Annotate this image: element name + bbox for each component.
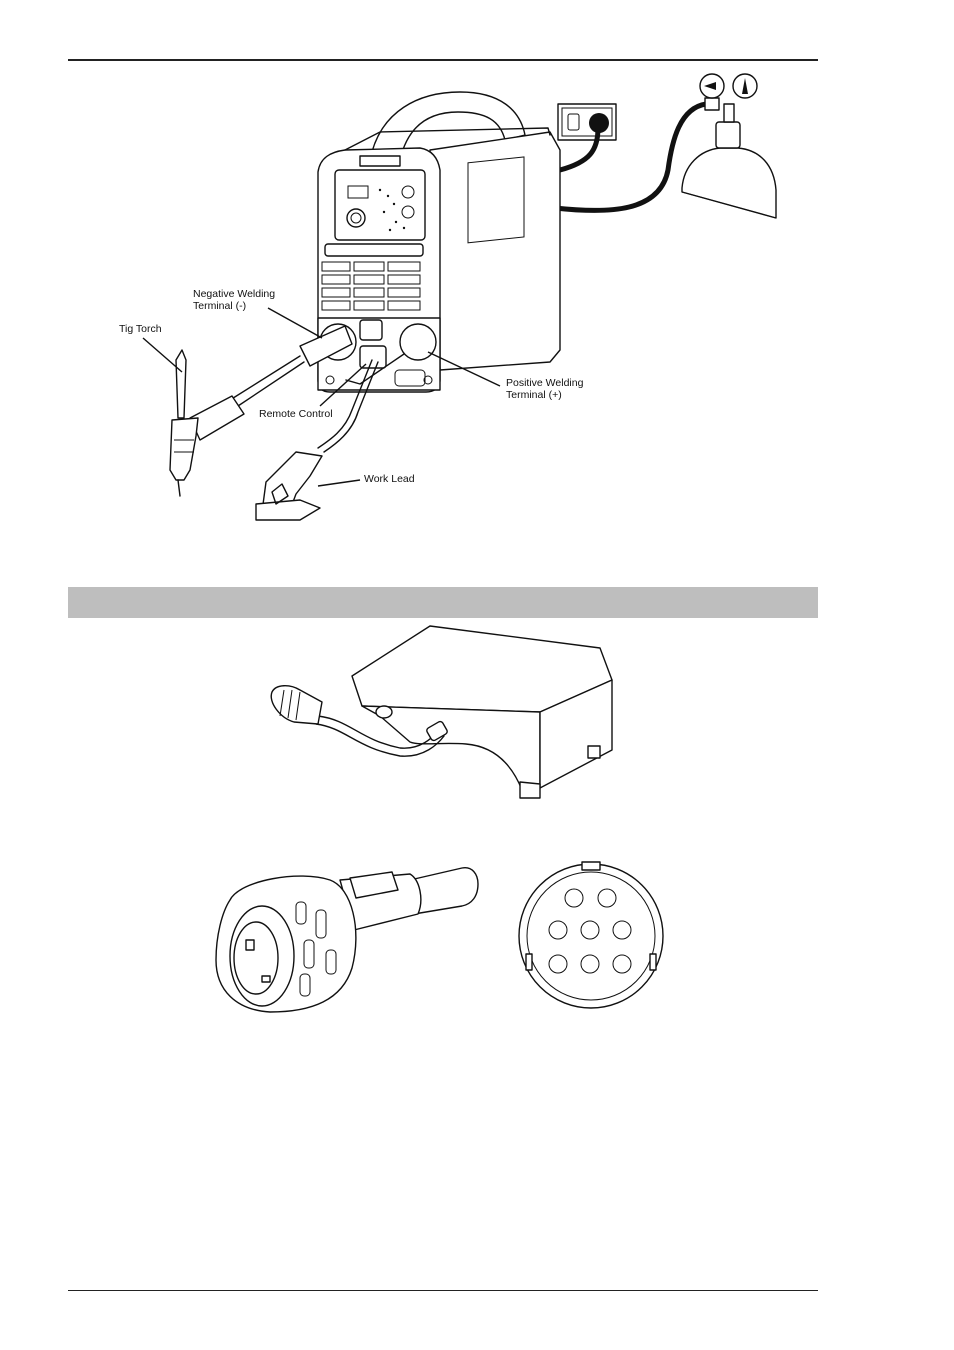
footer-rule <box>68 1290 818 1291</box>
foot-pedal <box>352 626 612 798</box>
connector-pinout <box>519 862 663 1008</box>
remote-plug <box>216 868 478 1012</box>
